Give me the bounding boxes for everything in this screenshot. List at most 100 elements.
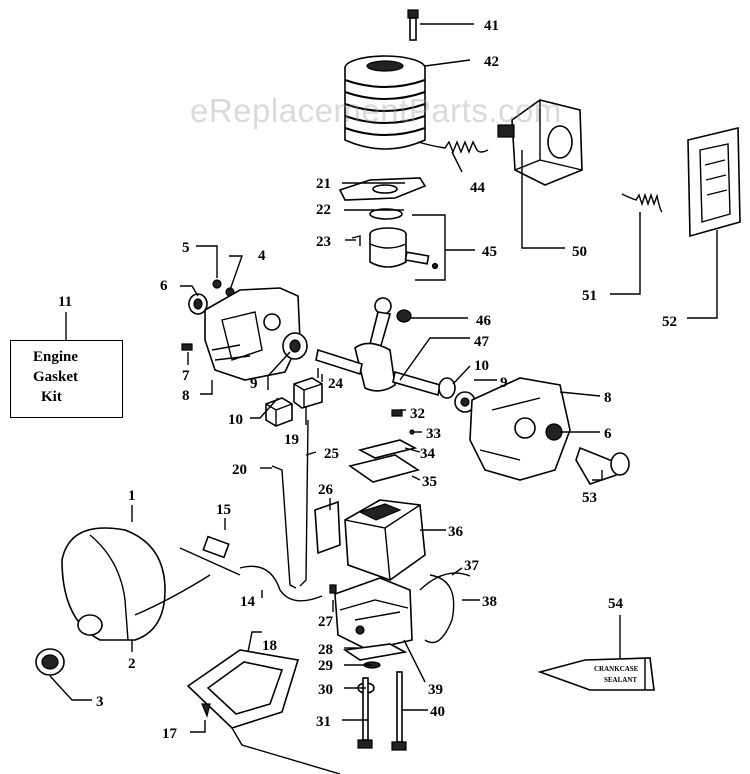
callout-26: 26	[318, 482, 334, 498]
callout-54: 54	[608, 596, 624, 612]
callout-47: 47	[474, 334, 490, 350]
callout-44: 44	[470, 180, 486, 196]
callout-10-right: 10	[474, 358, 489, 374]
part-45-piston	[369, 227, 439, 270]
callout-33: 33	[426, 426, 441, 442]
part-42-cylinder	[344, 55, 426, 150]
kit-label-line3: Kit	[41, 389, 62, 405]
callout-42: 42	[484, 54, 499, 70]
callout-27: 27	[318, 614, 334, 630]
callout-6-right: 6	[604, 426, 612, 442]
callout-31: 31	[316, 714, 331, 730]
part-34-gasket	[357, 439, 418, 459]
part-25-rod	[299, 419, 309, 587]
part-28-gasket	[342, 643, 408, 661]
part-19-insulator	[293, 377, 323, 409]
callout-18: 18	[262, 638, 277, 654]
part-8-crankcase-right	[469, 377, 571, 481]
callout-53: 53	[582, 490, 597, 506]
callout-6-left: 6	[160, 278, 168, 294]
callout-25: 25	[324, 446, 339, 462]
part-8-crankcase-left	[204, 287, 301, 381]
part-51-spring	[621, 192, 663, 213]
part-33-washer	[409, 429, 415, 435]
callout-38: 38	[482, 594, 497, 610]
callout-29: 29	[318, 658, 333, 674]
part-15-primer	[179, 535, 241, 576]
callout-1: 1	[128, 488, 136, 504]
callout-32: 32	[410, 406, 425, 422]
part-10-washer-right	[438, 377, 456, 399]
part-3-fuel-cap	[35, 648, 65, 676]
part-50-muffler	[497, 99, 583, 186]
callout-19: 19	[284, 432, 299, 448]
callout-labels: 41 42 44 21 22 23 45 50 46 47 10 9 51 52…	[58, 18, 677, 742]
part-22-piston-ring	[369, 208, 403, 220]
part-36-air-filter	[344, 499, 426, 581]
callout-36: 36	[448, 524, 464, 540]
callout-17: 17	[162, 726, 178, 742]
part-14-fuel-line	[239, 565, 323, 602]
part-6-seal-right	[545, 423, 563, 441]
callout-40: 40	[430, 704, 445, 720]
callout-34: 34	[420, 446, 436, 462]
callout-39: 39	[428, 682, 443, 698]
kit-label-line1: Engine	[33, 349, 79, 365]
callout-35: 35	[422, 474, 437, 490]
callout-5: 5	[182, 240, 190, 256]
part-31-bolt	[357, 677, 373, 749]
part-53-sleeve	[575, 446, 630, 485]
callout-20: 20	[232, 462, 247, 478]
callout-24: 24	[328, 376, 344, 392]
callout-8-left: 8	[182, 388, 190, 404]
part-32-screw	[391, 409, 403, 417]
callout-4: 4	[258, 248, 266, 264]
engine-gasket-kit-box: Engine Gasket Kit	[10, 340, 123, 418]
callout-37: 37	[464, 558, 480, 574]
leader-lines	[49, 23, 718, 733]
part-18-lead-line	[231, 727, 341, 774]
part-41-screw	[407, 9, 419, 41]
callout-14: 14	[240, 594, 256, 610]
callout-46: 46	[476, 313, 492, 329]
part-10-block	[265, 397, 293, 427]
part-27-screw	[329, 584, 337, 594]
part-6-seal-left	[188, 293, 208, 315]
part-5-screw	[212, 279, 222, 289]
part-46-needle-bearing	[396, 309, 412, 323]
callout-9-left: 9	[250, 376, 258, 392]
callout-15: 15	[216, 502, 231, 518]
part-54-sealant-tube	[537, 657, 655, 691]
part-38-fuel-line	[424, 574, 455, 644]
part-44-spring	[417, 140, 489, 154]
callout-41: 41	[484, 18, 499, 34]
callout-45: 45	[482, 244, 497, 260]
callout-10-left: 10	[228, 412, 243, 428]
part-7-screw	[181, 343, 193, 351]
part-40-bolt	[391, 671, 407, 751]
callout-2: 2	[128, 656, 136, 672]
callout-52: 52	[662, 314, 677, 330]
callout-28: 28	[318, 642, 333, 658]
part-35-gasket	[348, 454, 420, 483]
callout-8-right: 8	[604, 390, 612, 406]
callout-3: 3	[96, 694, 104, 710]
callout-30: 30	[318, 682, 333, 698]
part-1-fuel-tank	[61, 527, 211, 641]
part-26-gasket	[314, 500, 341, 555]
callout-51: 51	[582, 288, 597, 304]
callout-11: 11	[58, 294, 72, 310]
part-52-muffler-cover	[687, 126, 741, 238]
callout-21: 21	[316, 176, 331, 192]
part-20-choke-rod	[271, 465, 297, 589]
part-47-crankshaft	[315, 297, 441, 397]
callout-9-right: 9	[500, 375, 508, 391]
callout-23: 23	[316, 234, 331, 250]
callout-50: 50	[572, 244, 587, 260]
part-39-carburetor	[334, 577, 413, 651]
kit-label-line2: Gasket	[33, 369, 78, 385]
part-37-fuel-line	[419, 572, 471, 591]
part-17-screw	[201, 703, 211, 718]
callout-22: 22	[316, 202, 331, 218]
